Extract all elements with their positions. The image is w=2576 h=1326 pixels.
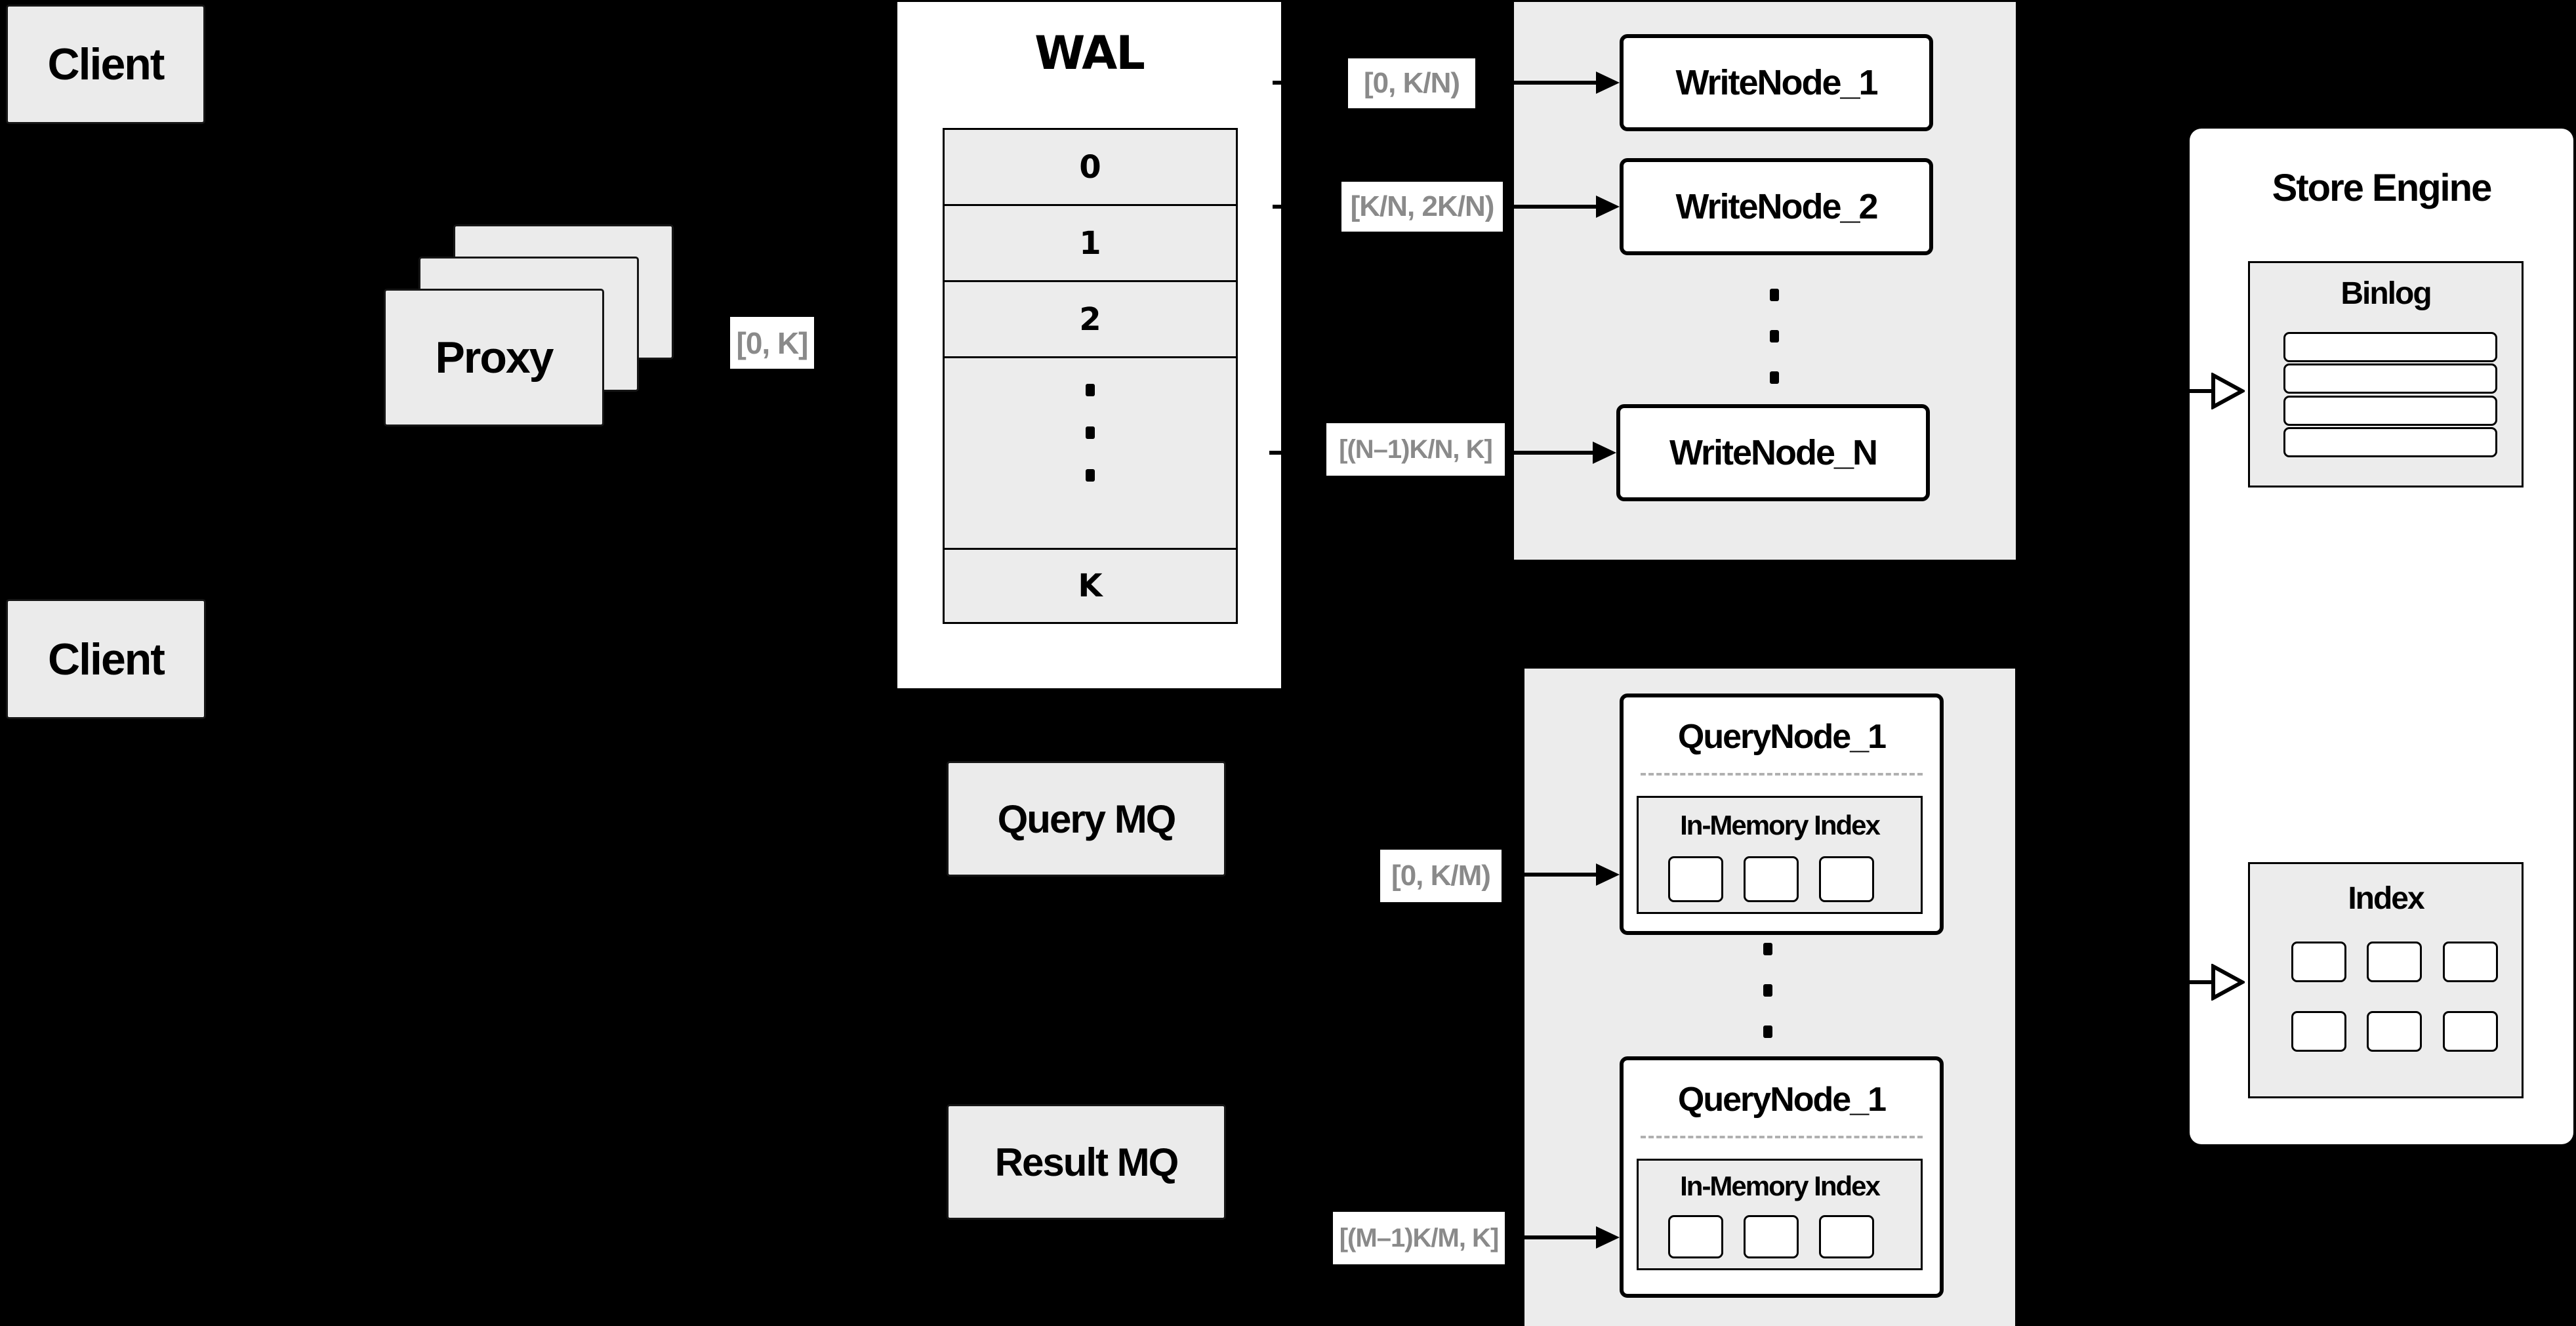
in-memory-index-top-label: In-Memory Index <box>1680 810 1881 840</box>
memory-segment-cell <box>1744 1215 1799 1258</box>
write-node-n-label: WriteNode_N <box>1669 433 1878 472</box>
range-label-querynode1: [0, K/M) <box>1380 850 1502 902</box>
memory-segment-cell <box>1668 1215 1723 1258</box>
wal-title: WAL <box>1034 26 1145 80</box>
write-node-2-label: WriteNode_2 <box>1675 187 1878 226</box>
binlog-row <box>2283 427 2497 457</box>
memory-segment-cell <box>1668 856 1723 902</box>
query-node-ellipsis-icon <box>1763 1026 1772 1038</box>
write-node-2: WriteNode_2 <box>1620 158 1933 255</box>
wal-row-1: 1 <box>945 206 1236 282</box>
query-node-top-divider <box>1641 773 1923 776</box>
memory-segment-cell <box>1819 1215 1874 1258</box>
proxy-box-front: Proxy <box>384 289 604 426</box>
client-bottom-label: Client <box>48 634 165 684</box>
index-cell <box>2367 942 2422 982</box>
wal-ellipsis-icon <box>1086 426 1095 439</box>
client-box-top: Client <box>6 5 205 124</box>
wal-row-0: 0 <box>945 130 1236 206</box>
write-node-n: WriteNode_N <box>1616 404 1930 501</box>
index-cell <box>2443 942 2498 982</box>
wal-row-k: K <box>1078 568 1103 604</box>
result-mq-label: Result MQ <box>994 1140 1179 1184</box>
binlog-title: Binlog <box>2341 276 2432 311</box>
index-cell <box>2367 1011 2422 1052</box>
arrow-head-writenoden-icon <box>1593 442 1616 464</box>
range-label-writenoden: [(N–1)K/N, K] <box>1326 423 1505 476</box>
wal-table: 0 1 2 K <box>943 128 1238 624</box>
result-mq-box: Result MQ <box>947 1104 1226 1220</box>
memory-segment-cell <box>1819 856 1874 902</box>
binlog-row <box>2283 332 2497 362</box>
proxy-label: Proxy <box>435 333 554 383</box>
query-node-ellipsis-icon <box>1763 984 1772 997</box>
wal-ellipsis-icon <box>1086 469 1095 482</box>
query-mq-label: Query MQ <box>997 797 1177 841</box>
open-arrow-head-index-icon <box>2211 964 2245 1001</box>
index-box: Index <box>2248 862 2524 1098</box>
memory-segment-cell <box>1744 856 1799 902</box>
client-top-label: Client <box>47 39 165 89</box>
open-arrow-head-binlog-icon <box>2211 373 2245 409</box>
wal-row-ellipsis <box>945 358 1236 550</box>
write-node-ellipsis-icon <box>1770 330 1779 342</box>
query-node-bottom-title: QueryNode_1 <box>1677 1081 1887 1119</box>
binlog-box: Binlog <box>2248 261 2524 487</box>
arrow-head-writenode1-icon <box>1596 72 1620 94</box>
query-mq-box: Query MQ <box>947 761 1226 877</box>
range-label-proxy-wal: [0, K] <box>730 317 814 369</box>
binlog-row <box>2283 396 2497 426</box>
store-engine-title: Store Engine <box>2272 166 2493 209</box>
write-node-ellipsis-icon <box>1770 371 1779 384</box>
index-cell <box>2291 1011 2346 1052</box>
range-label-writenode1: [0, K/N) <box>1348 58 1475 108</box>
arrow-querynodes-index <box>2188 980 2217 984</box>
write-node-ellipsis-icon <box>1770 289 1779 301</box>
arrow-query-node-bottom <box>1443 1235 1598 1239</box>
in-memory-index-bottom-label: In-Memory Index <box>1680 1171 1881 1201</box>
wal-row-2: 2 <box>945 282 1236 358</box>
wal-ellipsis-icon <box>1086 384 1095 396</box>
range-label-querynodem: [(M–1)K/M, K] <box>1333 1212 1505 1264</box>
arrow-head-query-node-bottom-icon <box>1596 1226 1620 1249</box>
arrow-head-writenode2-icon <box>1596 196 1620 218</box>
index-cell <box>2291 942 2346 982</box>
query-node-ellipsis-icon <box>1763 943 1772 955</box>
query-node-bottom-divider <box>1641 1136 1923 1138</box>
arrow-head-query-node-top-icon <box>1596 863 1620 886</box>
write-node-1: WriteNode_1 <box>1620 34 1933 131</box>
binlog-row <box>2283 363 2497 394</box>
query-node-top-title: QueryNode_1 <box>1677 718 1887 756</box>
index-title: Index <box>2348 881 2424 916</box>
index-cell <box>2443 1011 2498 1052</box>
arrow-query-node-top <box>1443 873 1598 877</box>
arrow-writenodes-binlog <box>2188 389 2217 393</box>
range-label-writenode2: [K/N, 2K/N) <box>1341 182 1503 232</box>
write-node-1-label: WriteNode_1 <box>1675 63 1878 102</box>
client-box-bottom: Client <box>6 599 206 719</box>
